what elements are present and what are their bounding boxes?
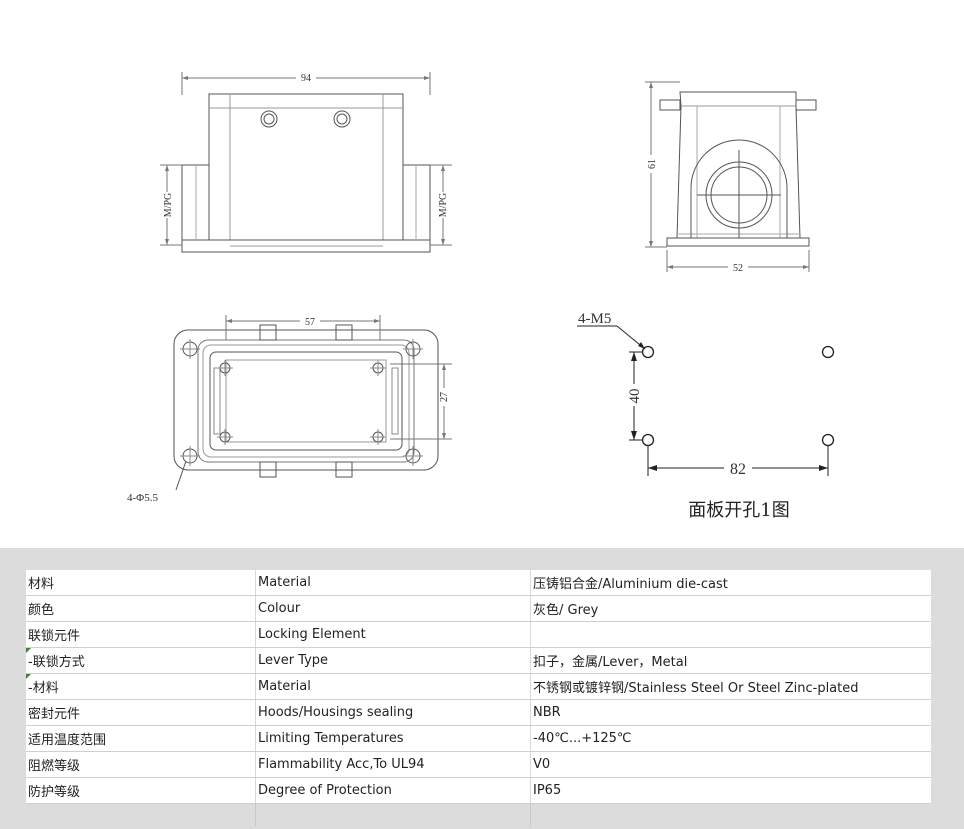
spec-label-en: Degree of Protection xyxy=(255,777,531,804)
spec-value: 不锈钢或镀锌钢/Stainless Steel Or Steel Zinc-pl… xyxy=(530,673,931,700)
side-view: 61 52 xyxy=(645,81,817,274)
spec-value: NBR xyxy=(530,699,931,726)
spec-label-en: Colour xyxy=(255,595,531,622)
cutout-vertical-dim: 40 xyxy=(627,389,643,404)
cutout-caption: 面板开孔1图 xyxy=(688,500,789,521)
base-inner-dim: 57 xyxy=(305,317,315,328)
spec-label-zh: 密封元件 xyxy=(26,699,256,726)
front-width-dim: 94 xyxy=(301,73,311,84)
left-thread-label: M/PG xyxy=(163,193,174,217)
side-height-dim: 61 xyxy=(647,159,658,169)
spec-label-en: Lever Type xyxy=(255,647,531,674)
technical-drawing: 94 M/PG M/PG xyxy=(127,72,835,521)
side-width-dim: 52 xyxy=(733,263,743,274)
right-thread-label: M/PG xyxy=(438,193,449,217)
spec-label-zh: 适用温度范围 xyxy=(26,725,256,752)
spec-label-zh: -联锁方式 xyxy=(26,647,256,674)
spec-value: IP65 xyxy=(530,777,931,804)
cutout-hole-label: 4-M5 xyxy=(578,311,611,327)
base-view: 57 27 4-Φ5.5 xyxy=(127,315,452,504)
spec-value: -40℃...+125℃ xyxy=(530,725,931,752)
panel-cutout: 4-M5 40 82 面板开孔1图 xyxy=(577,311,835,521)
base-height-dim: 27 xyxy=(439,392,450,402)
spec-label-en: Material xyxy=(255,570,531,596)
spec-value: 灰色/ Grey xyxy=(530,595,931,622)
spec-value: 扣子，金属/Lever，Metal xyxy=(530,647,931,674)
base-hole-label: 4-Φ5.5 xyxy=(127,492,158,504)
spec-label-en: Material xyxy=(255,673,531,700)
spec-label-zh: 防护等级 xyxy=(26,777,256,804)
spec-value: 压铸铝合金/Aluminium die-cast xyxy=(530,570,931,596)
spec-label-en: Limiting Temperatures xyxy=(255,725,531,752)
spec-label-en: Hoods/Housings sealing xyxy=(255,699,531,726)
spec-label-zh: 阻燃等级 xyxy=(26,751,256,778)
spec-label-zh: 材料 xyxy=(26,570,256,596)
spec-value xyxy=(530,621,931,648)
spec-label-zh: -材料 xyxy=(26,673,256,700)
spec-spacer-row xyxy=(26,803,931,826)
spec-label-en: Locking Element xyxy=(255,621,531,648)
spec-label-zh: 颜色 xyxy=(26,595,256,622)
spec-label-zh: 联锁元件 xyxy=(26,621,256,648)
spec-value: V0 xyxy=(530,751,931,778)
front-view: 94 M/PG M/PG xyxy=(160,72,452,253)
cutout-horizontal-dim: 82 xyxy=(730,461,746,478)
spec-label-en: Flammability Acc,To UL94 xyxy=(255,751,531,778)
